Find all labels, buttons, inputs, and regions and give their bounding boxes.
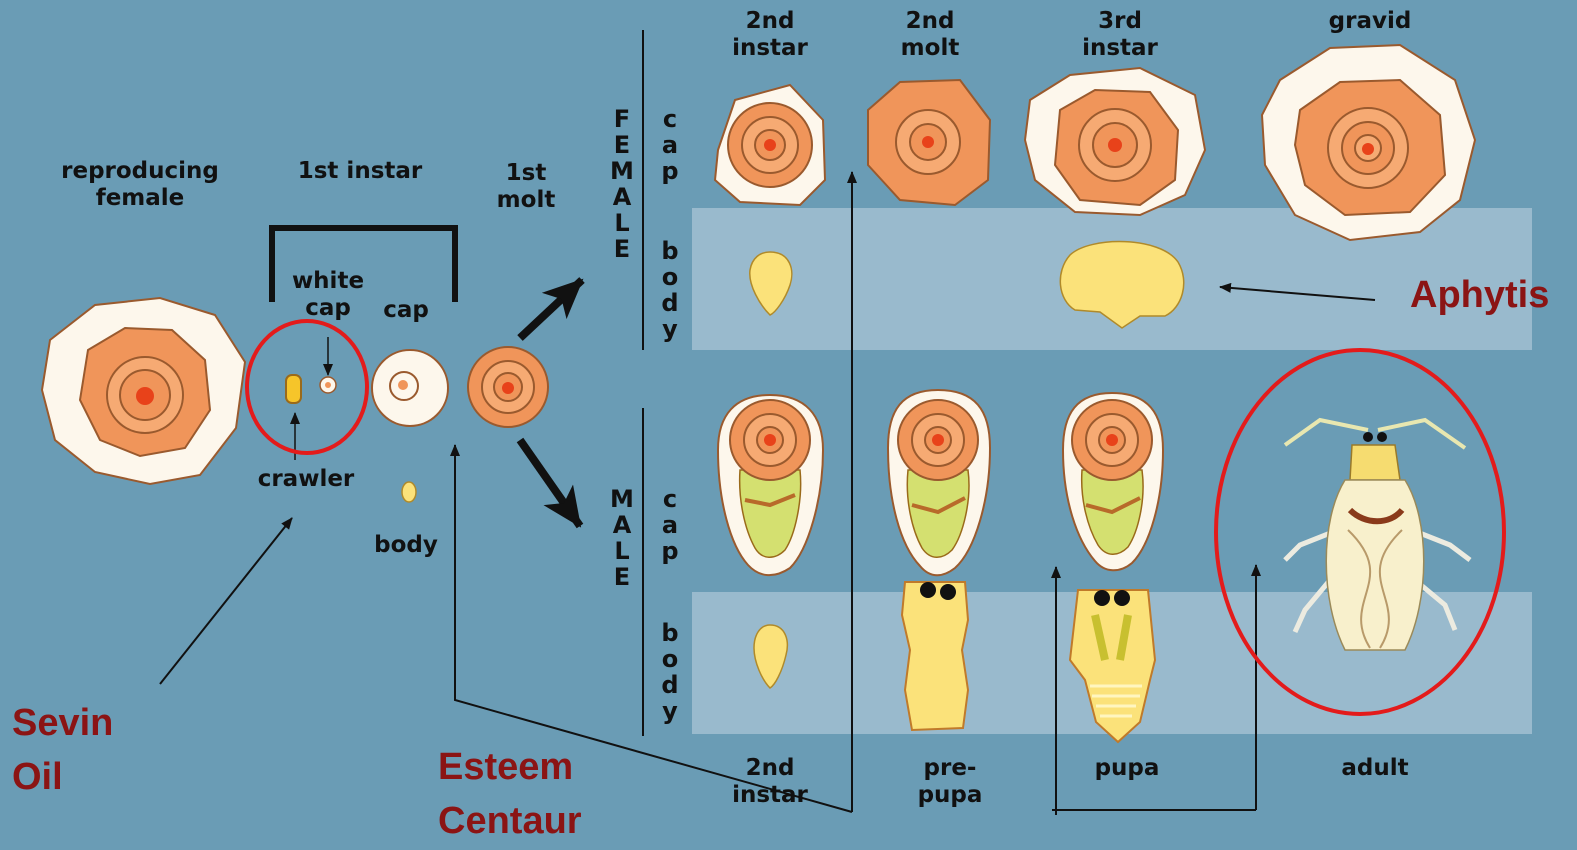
sevin-oil-label: Sevin Oil (12, 696, 113, 804)
reproducing-female-scale (42, 298, 245, 484)
female-row-label: FEMALE (609, 106, 635, 262)
reproducing-female-label: reproducing female (40, 158, 240, 212)
male-row-label: MALE (609, 486, 635, 590)
crawler-label: crawler (236, 466, 376, 493)
column-bottom-pre-pupa: pre- pupa (880, 755, 1020, 809)
male-pre-pupa-cap (888, 390, 990, 575)
female-cap-label: cap (657, 106, 683, 184)
first-molt-scale (468, 347, 548, 427)
female-3rd-instar-cap (1025, 68, 1205, 215)
aphytis-label: Aphytis (1410, 268, 1549, 322)
male-pupa-cap (1063, 393, 1163, 570)
esteem-centaur-label: Esteem Centaur (438, 740, 582, 848)
body-label: body (356, 532, 456, 559)
first-instar-cap-scale (372, 350, 448, 426)
white-cap-label: white cap (278, 268, 378, 322)
column-top-3rd-instar: 3rd instar (1050, 8, 1190, 62)
sevin-oil-arrow (160, 518, 292, 684)
column-top-gravid: gravid (1300, 8, 1440, 35)
female-2nd-molt-cap (868, 80, 990, 205)
first-instar-body (402, 482, 416, 502)
male-pre-pupa-body (902, 582, 968, 730)
arrow-to-female (520, 280, 582, 338)
column-top-2nd-instar: 2nd instar (700, 8, 840, 62)
female-body-label: body (657, 238, 683, 342)
male-2nd-instar-cap (718, 395, 823, 575)
male-body-label: body (657, 620, 683, 724)
white-cap-scale (320, 377, 336, 393)
first-molt-label: 1st molt (476, 160, 576, 214)
cap-label: cap (366, 297, 446, 324)
crawler-highlight-circle (247, 321, 367, 453)
arrow-to-male (520, 440, 580, 526)
column-bottom-adult: adult (1305, 755, 1445, 782)
column-bottom-pupa: pupa (1057, 755, 1197, 782)
column-top-2nd-molt: 2nd molt (860, 8, 1000, 62)
crawler-insect (286, 375, 301, 403)
male-cap-label: cap (657, 486, 683, 564)
female-2nd-instar-cap (715, 85, 825, 205)
female-gravid-cap (1262, 45, 1475, 240)
column-bottom-2nd-instar: 2nd instar (700, 755, 840, 809)
first-instar-label: 1st instar (270, 158, 450, 185)
